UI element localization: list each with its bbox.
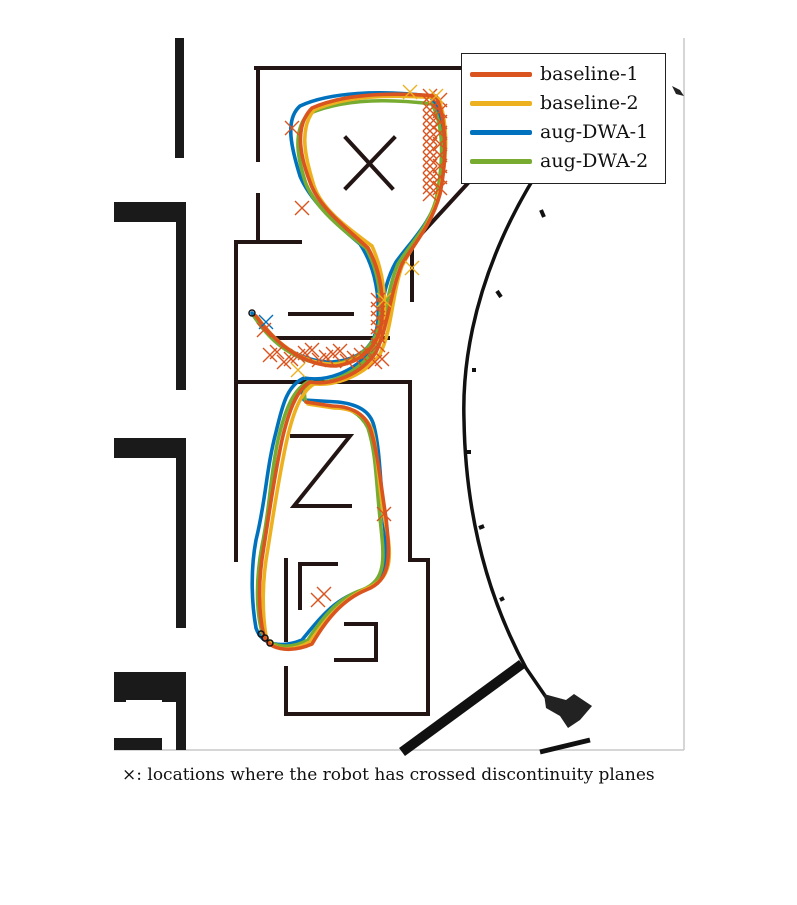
wall-segment [176,438,186,628]
wall-segment [176,672,186,750]
crossing-mark [422,123,438,139]
wall-segment [114,672,186,702]
crossing-mark [422,95,438,111]
crossing-mark [422,172,438,188]
legend-swatch [470,100,532,106]
wall-segment [176,202,186,390]
start-end-markers [248,309,274,647]
crossing-mark [432,158,448,174]
crossing-mark [422,116,438,132]
end-marker [261,634,269,642]
crossing-mark [422,186,438,202]
end-marker [266,639,274,647]
start-marker [248,309,256,317]
crossing-mark [432,125,448,141]
crossing-mark [432,169,448,185]
crossing-mark [422,130,438,146]
crossing-mark [269,344,285,360]
legend-swatch [470,129,532,135]
crossing-mark [432,103,448,119]
crossing-mark [360,344,376,360]
trajectory-aug-dwa-2 [252,99,444,648]
legend: baseline-1 baseline-2 aug-DWA-1 aug-DWA-… [461,53,666,184]
crossing-mark [422,144,438,160]
legend-entry-baseline-1: baseline-1 [470,60,639,88]
legend-entry-aug-dwa-1: aug-DWA-1 [470,118,648,146]
crossing-mark [316,586,332,602]
diagonal-wall [539,737,591,755]
legend-label: baseline-2 [540,92,639,114]
legend-label: aug-DWA-1 [540,121,649,143]
legend-entry-aug-dwa-2: aug-DWA-2 [470,147,648,175]
crossing-mark [422,165,438,181]
wall-segment [114,202,186,222]
crossing-mark [422,109,438,125]
crossing-mark [402,84,418,100]
crossing-mark [376,506,392,522]
map-thin-walls [234,66,483,716]
crossing-mark [290,362,306,378]
legend-label: baseline-1 [540,63,639,85]
crossing-mark [284,120,300,136]
diagonal-wall [399,659,525,757]
figure-caption: ×: locations where the robot has crossed… [122,765,655,785]
end-marker [257,630,265,638]
crossing-mark [404,260,420,276]
crossing-mark [256,322,272,338]
crossing-mark [374,351,390,367]
crossing-mark [370,337,386,353]
crossing-mark [294,200,310,216]
crossing-mark [432,114,448,130]
crossing-mark [428,88,444,104]
crossing-mark [432,180,448,196]
discontinuity-crossings [256,84,448,608]
wall-segment [114,438,186,458]
legend-swatch [470,71,532,77]
crossing-mark [376,292,392,308]
map-walls [114,38,186,750]
legend-label: aug-DWA-2 [540,150,649,172]
corner-mark [672,86,684,96]
wall-segment [114,738,162,750]
crossing-mark [432,147,448,163]
crossing-mark [332,343,348,359]
wall-segment [126,700,162,735]
wall-segment [175,38,184,158]
crossing-mark [422,88,438,104]
crossing-mark [432,136,448,152]
map-obstacle [544,694,592,728]
crossing-mark [422,151,438,167]
legend-entry-baseline-2: baseline-2 [470,89,639,117]
legend-swatch [470,158,532,164]
curved-wall-ticks [466,209,546,602]
crossing-mark [304,342,320,358]
